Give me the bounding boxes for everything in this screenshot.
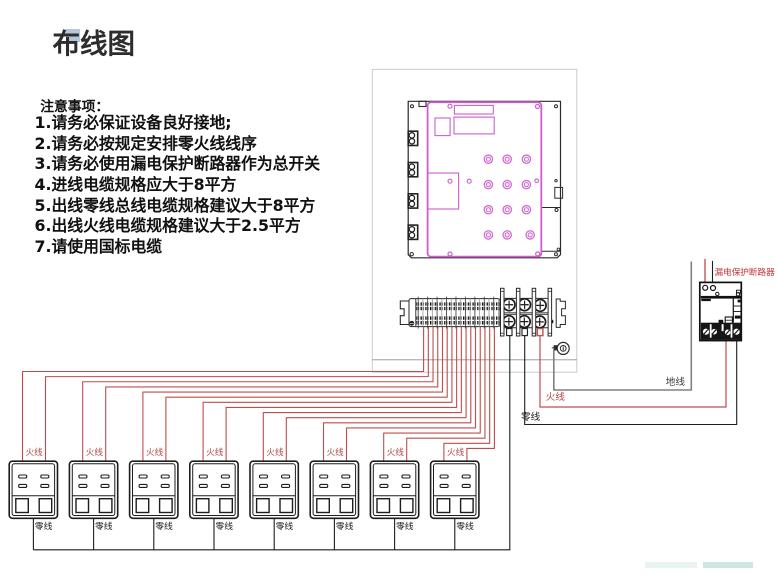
outlet-4-live-label: 火线 (206, 448, 224, 459)
strip-right-bracket (555, 298, 566, 328)
outlet-3 (128, 460, 179, 520)
note-item-2: 2.请务必按规定安排零火线线序 (34, 133, 257, 153)
live-wire-to-breaker (539, 335, 727, 408)
neutral-wire-to-breaker (524, 335, 738, 426)
outlet-2-live-label: 火线 (85, 448, 103, 459)
outlet-7-neutral-label: 零线 (396, 522, 414, 533)
outlet-5-live-wire-left (262, 325, 462, 462)
live-to-breaker-label: 火线 (545, 391, 565, 403)
title-highlight (66, 29, 80, 42)
page-title: 布线图 (52, 28, 136, 61)
note-item-4: 4.进线电缆规格应大于8平方 (34, 175, 237, 194)
outlet-1-neutral-label: 零线 (34, 522, 53, 533)
footer-accent-bar-dark (703, 562, 753, 569)
main-terminal-block (500, 287, 566, 337)
cabinet-frame (371, 68, 578, 373)
footer-accent-bar-light (645, 562, 697, 569)
outlet-6-neutral-label: 零线 (335, 522, 354, 533)
chassis-right-strip (409, 104, 564, 257)
live-breaker-tab (536, 327, 544, 337)
note-item-1: 1.请务必保证设备良好接地; (34, 112, 232, 132)
outlet-5-neutral-label: 零线 (275, 522, 294, 533)
outlet-4 (189, 460, 239, 520)
terminal-strip (399, 287, 570, 355)
outlet-6-live-wire-left (322, 325, 472, 462)
outlet-1-live-wire-right (44, 325, 429, 462)
outlet-2-live-wire-right (105, 325, 439, 462)
outlet-4-live-wire-right (225, 325, 458, 462)
pcb-terminal-grid (483, 154, 535, 240)
outlet-5-live-label: 火线 (266, 448, 284, 459)
strip-separators (417, 296, 499, 329)
outlet-3-neutral-label: 零线 (155, 522, 173, 533)
outlet-7-live-wire-right (406, 325, 486, 462)
block-screws (502, 297, 547, 329)
live-wires (21, 325, 495, 462)
breaker-label: 漏电保护断路器 (714, 267, 775, 278)
outlet-8-live-label: 火线 (446, 448, 465, 459)
outlet-8 (429, 460, 480, 520)
outlet-4-live-wire-left (202, 325, 453, 462)
outlet-2-live-wire-left (82, 325, 434, 462)
pcb-plate (426, 101, 543, 258)
neutral-bus-tab (506, 328, 513, 337)
outlet-3-live-wire-left (142, 325, 444, 462)
outlet-3-live-wire-right (165, 325, 448, 462)
left-connector-blocks (407, 130, 419, 241)
outlet-8-neutral-label: 零线 (456, 522, 474, 533)
neutral-to-breaker-label: 零线 (521, 411, 541, 423)
outlet-6-live-wire-right (345, 325, 477, 462)
block-rails (500, 287, 553, 337)
outlet-7-live-wire-left (383, 325, 481, 462)
outlet-7 (369, 460, 420, 520)
neutral-bus-wire (33, 335, 511, 551)
note-item-7: 7.请使用国标电缆 (34, 237, 163, 257)
control-box (407, 100, 564, 259)
outlet-6-live-label: 火线 (326, 448, 344, 459)
outlet-5-live-wire-right (285, 325, 467, 462)
outlet-5 (249, 460, 300, 520)
outlet-2 (68, 460, 119, 520)
ground-label: 地线 (665, 376, 685, 388)
note-item-6: 6.出线火线电缆规格建议大于2.5平方 (34, 216, 301, 236)
ground-wire (552, 261, 693, 391)
ground-terminal-icon (551, 341, 570, 355)
note-item-5: 5.出线零线总线电缆规格建议大于8平方 (34, 195, 316, 215)
neutral-breaker-tab (521, 328, 528, 337)
outlet-8-live-wire-right (466, 325, 495, 462)
outlet-1-live-label: 火线 (25, 448, 43, 459)
outlet-8-live-wire-left (443, 325, 491, 462)
outlet-1-live-wire-left (21, 325, 425, 462)
outlet-4-neutral-label: 零线 (215, 522, 233, 533)
outlet-2-neutral-label: 零线 (95, 522, 113, 533)
outlet-1 (8, 460, 59, 520)
notes-heading: 注意事项： (40, 99, 110, 116)
outlets (8, 460, 480, 520)
neutral-wires (32, 335, 511, 551)
outlet-7-live-label: 火线 (386, 448, 404, 459)
strip-left-bracket (399, 300, 410, 326)
breaker (698, 281, 743, 342)
outlet-6 (309, 460, 360, 520)
outlet-3-live-label: 火线 (145, 448, 164, 459)
note-item-3: 3.请务必使用漏电保护断路器作为总开关 (34, 154, 321, 174)
